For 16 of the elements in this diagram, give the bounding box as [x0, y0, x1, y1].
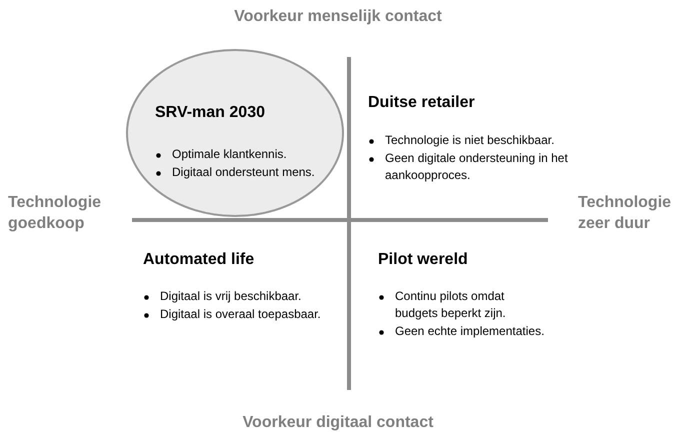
axis-label: Voorkeur menselijk contact	[233, 7, 443, 27]
quadrant-heading: Pilot wereld	[378, 251, 469, 269]
quadrant-heading: Automated life	[143, 251, 256, 269]
axis-label: Technologie goedkoop	[8, 193, 102, 234]
bullet-item: Continu pilots omdat budgets beperkt zijn.	[395, 288, 507, 322]
bullet-item: Technologie is niet beschikbaar.	[385, 132, 556, 149]
bullet-item: Optimale klantkennis.	[172, 146, 288, 163]
bullet-item: Digitaal is overaal toepasbaar.	[160, 306, 322, 323]
quadrant-heading: Duitse retailer	[368, 94, 476, 112]
bullet-item: Digitaal ondersteunt mens.	[172, 164, 316, 181]
bullet-item: Digitaal is vrij beschikbaar.	[160, 288, 302, 305]
axis-label: Technologie zeer duur	[578, 193, 672, 234]
bullet-item: Geen digitale ondersteuning in het aankoopproces.	[385, 150, 569, 184]
quadrant-heading: SRV-man 2030	[155, 104, 266, 122]
axis-label: Voorkeur digitaal contact	[242, 413, 434, 433]
bullet-item: Geen echte implementaties.	[395, 323, 546, 340]
